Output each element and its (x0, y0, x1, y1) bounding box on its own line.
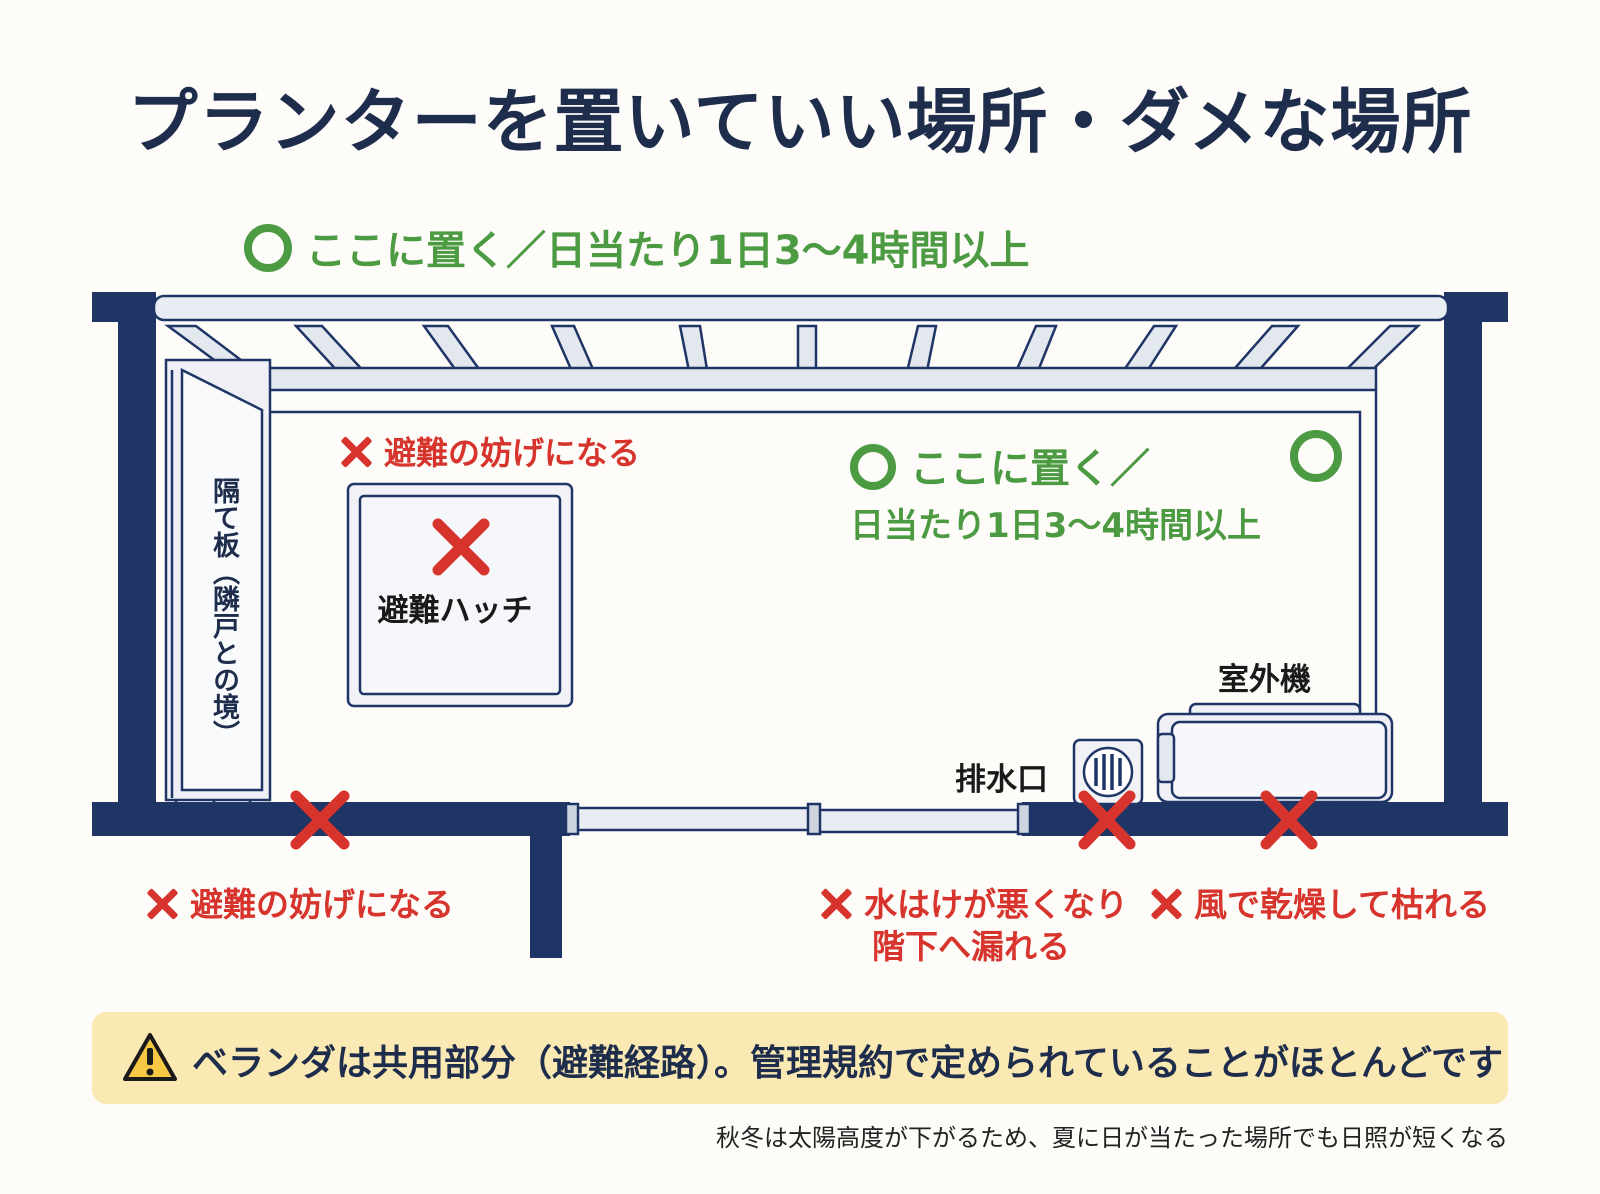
bad-bottom-left-text: 避難の妨げになる (190, 885, 454, 924)
x-mark-ac (1260, 790, 1318, 850)
balcony-railing (152, 294, 1450, 802)
page-title: プランターを置いていい場所・ダメな場所 (127, 81, 1473, 163)
sliding-door (564, 802, 1032, 836)
x-mark-hatch (432, 518, 490, 576)
warning-banner: ベランダは共用部分（避難経路）。管理規約で定められていることがほとんどです (92, 1012, 1508, 1104)
circle-icon (244, 224, 292, 272)
x-icon (340, 436, 372, 468)
x-icon (1150, 888, 1182, 920)
x-mark-left-edge (290, 790, 350, 850)
bad-ac-text: 風で乾燥して枯れる (1194, 885, 1491, 924)
bad-hatch-label: 避難の妨げになる (340, 428, 640, 474)
ac-label: 室外機 (1218, 662, 1311, 698)
good-inner-line1: ここに置く／ (910, 446, 1150, 492)
bad-bottom-left-label: 避難の妨げになる (146, 878, 454, 926)
good-zone-label-top: ここに置く／日当たり1日3〜4時間以上 (244, 218, 1030, 276)
x-mark-drain (1078, 790, 1136, 850)
bad-hatch-text: 避難の妨げになる (384, 434, 641, 472)
warning-icon (123, 1033, 177, 1081)
x-icon (820, 888, 852, 920)
good-zone-label-inner: ここに置く／ (850, 436, 1150, 494)
circle-icon (850, 444, 896, 490)
bad-ac-label: 風で乾燥して枯れる (1150, 878, 1490, 926)
ng-x-marks (290, 518, 1318, 850)
x-icon (146, 888, 178, 920)
outdoor-unit (1156, 702, 1394, 812)
hatch-label: 避難ハッチ (377, 593, 533, 629)
drain-label: 排水口 (955, 762, 1048, 798)
drain-icon (1072, 738, 1144, 806)
bad-drain-label: 水はけが悪くなり (820, 878, 1128, 926)
balcony-walls (92, 292, 1508, 958)
footnote: 秋冬は太陽高度が下がるため、夏に日が当たった場所でも日照が短くなる (716, 1124, 1508, 1152)
circle-icon (1290, 430, 1342, 482)
bad-drain-label-2: 階下へ漏れる (872, 927, 1070, 966)
warning-text: ベランダは共用部分（避難経路）。管理規約で定められていることがほとんどです (192, 1043, 1504, 1084)
good-zone-text: ここに置く／日当たり1日3〜4時間以上 (306, 228, 1030, 274)
divider-label: 隔て板（隣戸との境） (208, 477, 239, 747)
bad-drain-text: 水はけが悪くなり (864, 885, 1128, 924)
good-zone-label-inner-2: 日当たり1日3〜4時間以上 (850, 506, 1261, 546)
